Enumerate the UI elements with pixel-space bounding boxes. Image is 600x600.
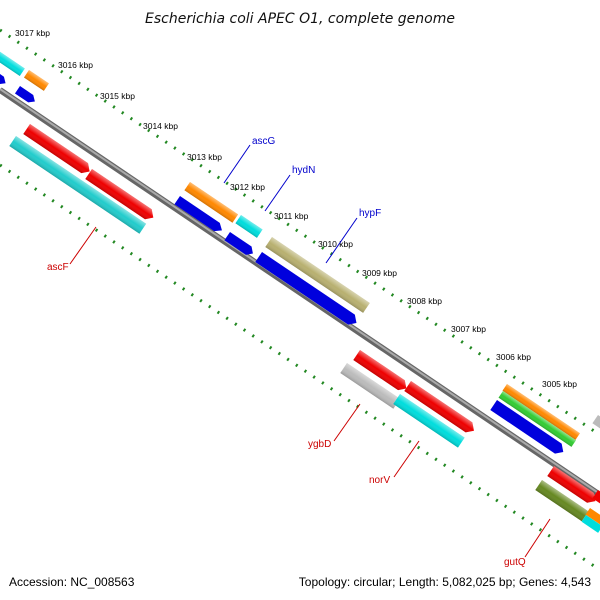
feature-red[interactable]: [592, 490, 600, 504]
topology-text: Topology: circular; Length: 5,082,025 bp…: [299, 575, 592, 589]
tick-label: 3014 kbp: [143, 121, 178, 131]
feature-blue[interactable]: [174, 196, 224, 234]
tick-label: 3010 kbp: [318, 239, 353, 249]
tick-label: 3007 kbp: [451, 324, 486, 334]
tick-label: 3017 kbp: [15, 28, 50, 38]
tick-label: 3016 kbp: [58, 60, 93, 70]
gene-label-hydN[interactable]: hydN: [292, 165, 315, 176]
accession-text: Accession: NC_008563: [9, 575, 135, 589]
tick-label: 3006 kbp: [496, 352, 531, 362]
gene-label-hypF[interactable]: hypF: [359, 208, 381, 219]
kbp-tick-labels: 3017 kbp 3016 kbp 3015 kbp 3014 kbp 3013…: [15, 28, 577, 389]
feature-blue[interactable]: [14, 86, 37, 105]
tick-label: 3011 kbp: [274, 211, 309, 221]
scale-rail-upper: [0, 28, 600, 437]
gene-label-ygbD[interactable]: ygbD: [308, 439, 331, 450]
feature-blue[interactable]: [0, 70, 8, 87]
gene-label-ascG[interactable]: ascG: [252, 136, 276, 147]
feature-cyan[interactable]: [581, 515, 600, 533]
feature-blue[interactable]: [255, 252, 360, 328]
gene-label-gutQ[interactable]: gutQ: [504, 557, 526, 568]
tick-label: 3015 kbp: [100, 91, 135, 101]
scale-rail-lower: [0, 163, 600, 572]
feature-blue[interactable]: [224, 232, 255, 258]
feature-orange[interactable]: [585, 507, 600, 526]
tick-label: 3005 kbp: [542, 379, 577, 389]
tick-label: 3012 kbp: [230, 182, 265, 192]
tick-label: 3009 kbp: [362, 268, 397, 278]
gene-labels: ascG hydN hypF ascF ygbD norV gutQ: [47, 136, 526, 568]
gene-label-ascF[interactable]: ascF: [47, 262, 69, 273]
map-title: Escherichia coli APEC O1, complete genom…: [145, 11, 455, 27]
gene-features: [0, 45, 600, 533]
gene-label-norV[interactable]: norV: [369, 475, 390, 486]
feature-blue[interactable]: [490, 400, 566, 457]
feature-gray[interactable]: [592, 415, 600, 435]
tick-label: 3008 kbp: [407, 296, 442, 306]
gene-label-leaders: [69, 144, 551, 558]
tick-label: 3013 kbp: [187, 152, 222, 162]
